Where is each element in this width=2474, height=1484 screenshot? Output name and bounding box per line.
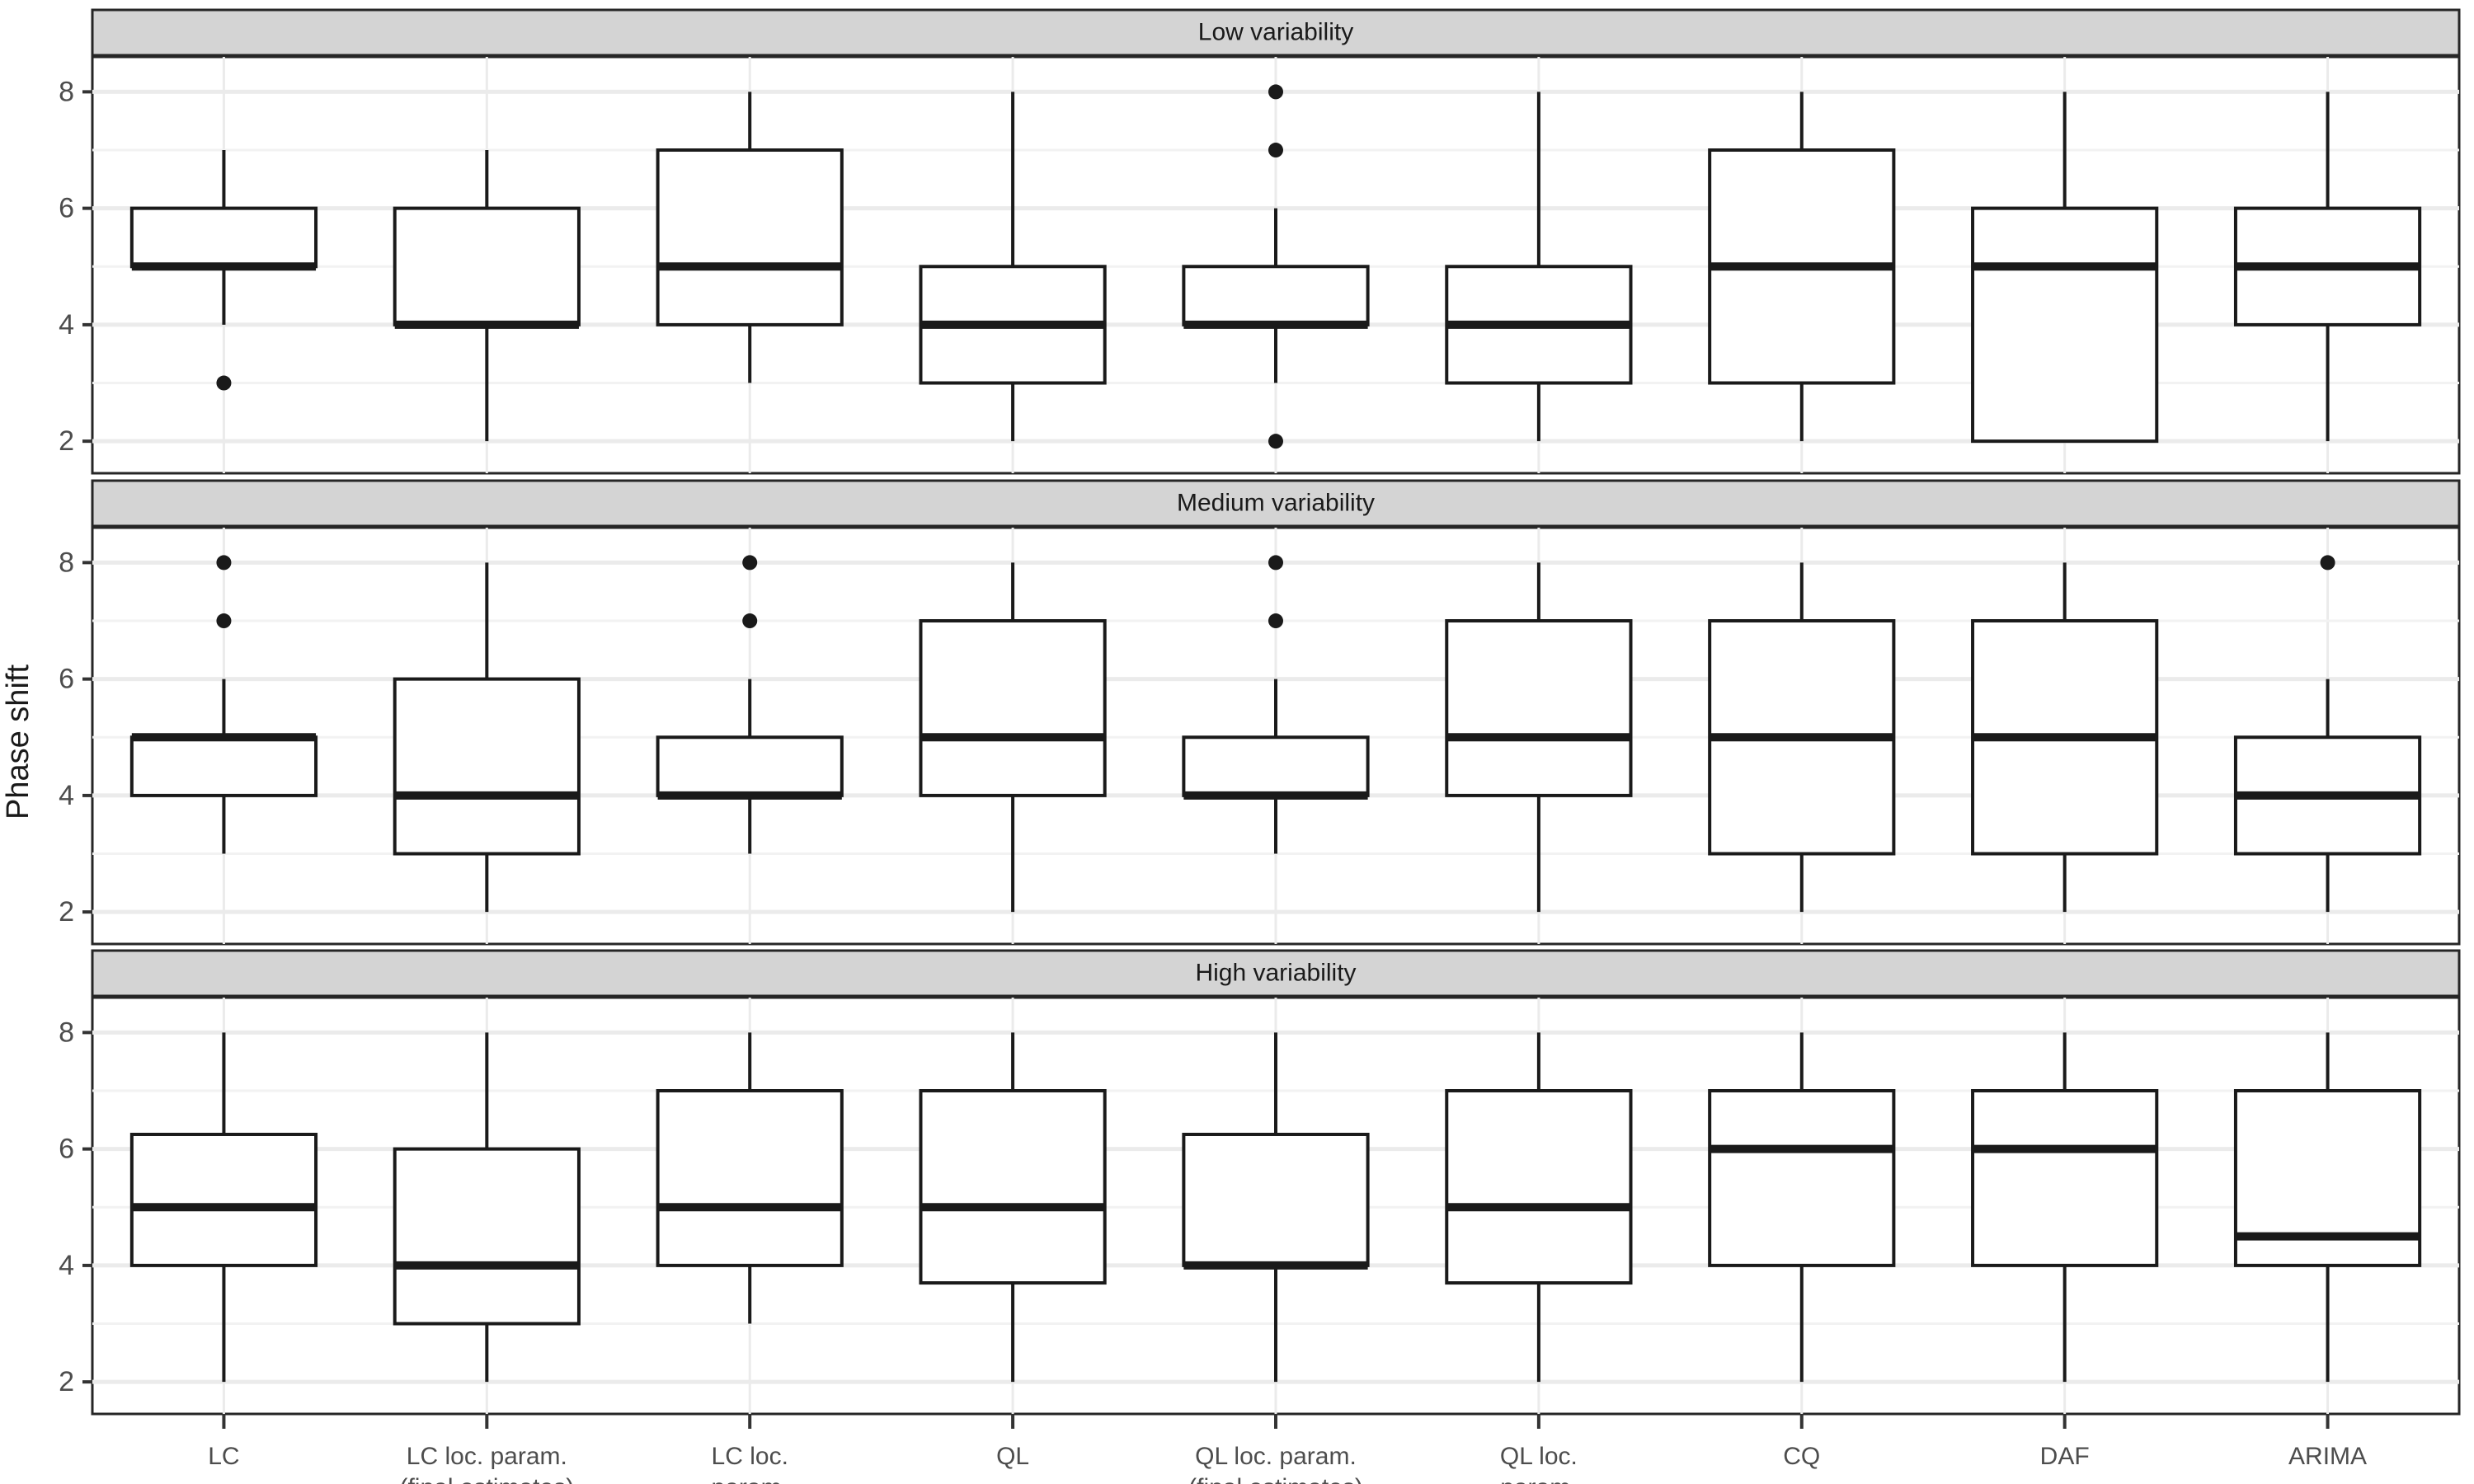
- x-axis: LC LC loc. param. (final estimates) LC loc.…: [208, 1414, 2367, 1484]
- panel-3: High variability 2 4 6 8: [59, 949, 2461, 1416]
- boxplot-2[interactable]: [393, 150, 581, 442]
- boxplot-8[interactable]: [1971, 92, 2159, 444]
- boxplot-3[interactable]: [656, 92, 844, 383]
- boxplot-6[interactable]: [1445, 562, 1633, 913]
- y-tick-label: 2: [59, 896, 74, 928]
- x-tick-label: ARIMA: [2288, 1443, 2367, 1470]
- box-iqr: [393, 677, 581, 856]
- y-tick-label: 2: [59, 425, 74, 457]
- y-tick-label: 2: [59, 1366, 74, 1397]
- box-iqr: [129, 206, 318, 269]
- outlier-point: [1268, 613, 1283, 629]
- boxplot-2[interactable]: [393, 1032, 581, 1383]
- boxplot-1[interactable]: [129, 1032, 318, 1383]
- y-tick-label: 4: [59, 309, 74, 340]
- boxplot-7[interactable]: [1708, 92, 1896, 442]
- box-iqr: [1971, 206, 2159, 444]
- y-tick-label: 6: [59, 193, 74, 224]
- y-axis-title-label: Phase shift: [1, 665, 35, 819]
- boxplot-3[interactable]: [656, 555, 844, 854]
- x-tick-label: CQ: [1783, 1443, 1820, 1470]
- x-tick-label: QL loc. param.: [1195, 1443, 1357, 1470]
- x-tick-label: LC: [208, 1443, 239, 1470]
- x-tick-label: (final estimates): [399, 1474, 574, 1484]
- x-tick-label: param.: [712, 1474, 788, 1484]
- boxplot-3[interactable]: [656, 1032, 844, 1324]
- y-tick-label: 6: [59, 1134, 74, 1165]
- box-iqr: [1182, 1132, 1370, 1267]
- outlier-point: [742, 613, 758, 629]
- boxplot-7[interactable]: [1708, 562, 1896, 913]
- box-iqr: [1445, 1089, 1633, 1285]
- panel-2: Medium variability 2 4 6 8: [59, 479, 2461, 946]
- boxplot-1[interactable]: [129, 150, 318, 391]
- panel-1: Low variability 2 4 6 8: [59, 8, 2461, 475]
- boxplot-1[interactable]: [129, 555, 318, 854]
- box-iqr: [656, 735, 844, 797]
- outlier-point: [216, 555, 232, 571]
- x-tick-label: LC loc.: [712, 1443, 788, 1470]
- box-iqr: [393, 206, 581, 326]
- box-iqr: [129, 735, 318, 797]
- outlier-point: [216, 375, 232, 391]
- x-tick-label: (final estimates): [1188, 1474, 1363, 1484]
- outlier-point: [742, 555, 758, 571]
- panel-strip-background: [91, 479, 2461, 528]
- boxplot-8[interactable]: [1971, 562, 2159, 913]
- boxplot-6[interactable]: [1445, 92, 1633, 442]
- box-iqr: [393, 1147, 581, 1326]
- outlier-point: [1268, 434, 1283, 449]
- boxplot-4[interactable]: [919, 562, 1107, 913]
- x-tick-label: LC loc. param.: [407, 1443, 567, 1470]
- boxplot-6[interactable]: [1445, 1032, 1633, 1383]
- box-iqr: [656, 148, 844, 326]
- panel-strip-background: [91, 949, 2461, 998]
- box-iqr: [1971, 1089, 2159, 1267]
- boxplot-2[interactable]: [393, 562, 581, 913]
- box-iqr: [919, 619, 1107, 797]
- box-iqr: [1708, 1089, 1896, 1267]
- boxplot-9[interactable]: [2233, 1032, 2422, 1383]
- boxplot-9[interactable]: [2233, 555, 2422, 913]
- boxplot-9[interactable]: [2233, 92, 2422, 442]
- y-tick-label: 4: [59, 1250, 74, 1281]
- boxplot-4[interactable]: [919, 1032, 1107, 1383]
- panel-strip-label: High variability: [1195, 959, 1356, 986]
- panel-strip-background: [91, 8, 2461, 57]
- boxplot-5[interactable]: [1182, 555, 1370, 854]
- outlier-point: [1268, 84, 1283, 100]
- boxplot-5[interactable]: [1182, 84, 1370, 449]
- box-iqr: [656, 1089, 844, 1267]
- y-tick-label: 8: [59, 76, 74, 107]
- boxplot-5[interactable]: [1182, 1032, 1370, 1383]
- x-tick-label: DAF: [2040, 1443, 2090, 1470]
- y-tick-label: 8: [59, 1017, 74, 1048]
- box-iqr: [1182, 265, 1370, 326]
- boxplot-8[interactable]: [1971, 1032, 2159, 1383]
- outlier-point: [1268, 555, 1283, 571]
- panel-strip-label: Low variability: [1198, 18, 1353, 45]
- panel-strip-label: Medium variability: [1177, 489, 1375, 516]
- y-tick-label: 6: [59, 664, 74, 695]
- outlier-point: [216, 613, 232, 629]
- outlier-point: [2320, 555, 2335, 571]
- y-tick-label: 8: [59, 547, 74, 578]
- box-iqr: [1445, 619, 1633, 797]
- box-iqr: [1182, 735, 1370, 797]
- boxplot-4[interactable]: [919, 92, 1107, 442]
- x-tick-label: QL: [996, 1443, 1029, 1470]
- boxplot-7[interactable]: [1708, 1032, 1896, 1383]
- box-iqr: [919, 1089, 1107, 1285]
- y-axis-title: Phase shift: [1, 665, 35, 819]
- outlier-point: [1268, 143, 1283, 158]
- y-tick-label: 4: [59, 780, 74, 811]
- x-tick-label: QL loc.: [1500, 1443, 1578, 1470]
- box-iqr: [129, 1132, 318, 1267]
- x-tick-label: param.: [1500, 1474, 1577, 1484]
